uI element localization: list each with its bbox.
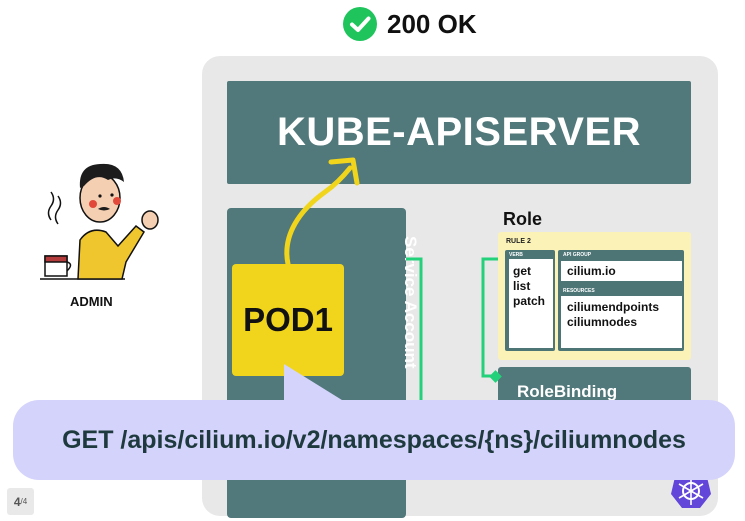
- page-current: 4: [13, 494, 21, 509]
- resources-header: RESOURCES: [563, 288, 595, 294]
- role-title: Role: [503, 209, 543, 229]
- verb-list-box: [509, 259, 553, 348]
- service-account-label: Service Account: [401, 236, 420, 369]
- admin-label: ADMIN: [70, 294, 113, 309]
- rolebinding-label: RoleBinding: [517, 382, 618, 401]
- resource-item: ciliumnodes: [567, 315, 638, 329]
- status-text: 200 OK: [387, 8, 477, 39]
- resources-box: [561, 296, 682, 348]
- apiserver-label: KUBE-APISERVER: [276, 110, 642, 154]
- verb-item: patch: [513, 294, 546, 308]
- kube-apiserver-box: KUBE-APISERVER: [227, 81, 691, 184]
- connector-diamond: [489, 370, 502, 383]
- rule-label: RULE 2: [506, 238, 531, 245]
- page-total: /4: [20, 497, 28, 506]
- request-text: GET /apis/cilium.io/v2/namespaces/{ns}/c…: [62, 425, 686, 454]
- pod-label: POD1: [243, 301, 333, 338]
- request-arrow: [284, 157, 360, 267]
- verb-header: VERB: [509, 252, 523, 258]
- request-bubble: GET /apis/cilium.io/v2/namespaces/{ns}/c…: [13, 400, 735, 480]
- check-circle-icon: [343, 7, 377, 41]
- api-group-header: API GROUP: [563, 252, 592, 258]
- verb-item: get: [513, 264, 531, 278]
- resource-item: ciliumendpoints: [567, 300, 660, 314]
- status-indicator: 200 OK: [343, 6, 477, 42]
- api-group-value-box: [561, 261, 682, 281]
- page-indicator[interactable]: 4/4: [7, 488, 34, 515]
- admin-illustration: [40, 163, 159, 280]
- api-group-value: cilium.io: [567, 264, 616, 278]
- pod-box: POD1: [232, 264, 344, 376]
- verb-item: list: [513, 279, 531, 293]
